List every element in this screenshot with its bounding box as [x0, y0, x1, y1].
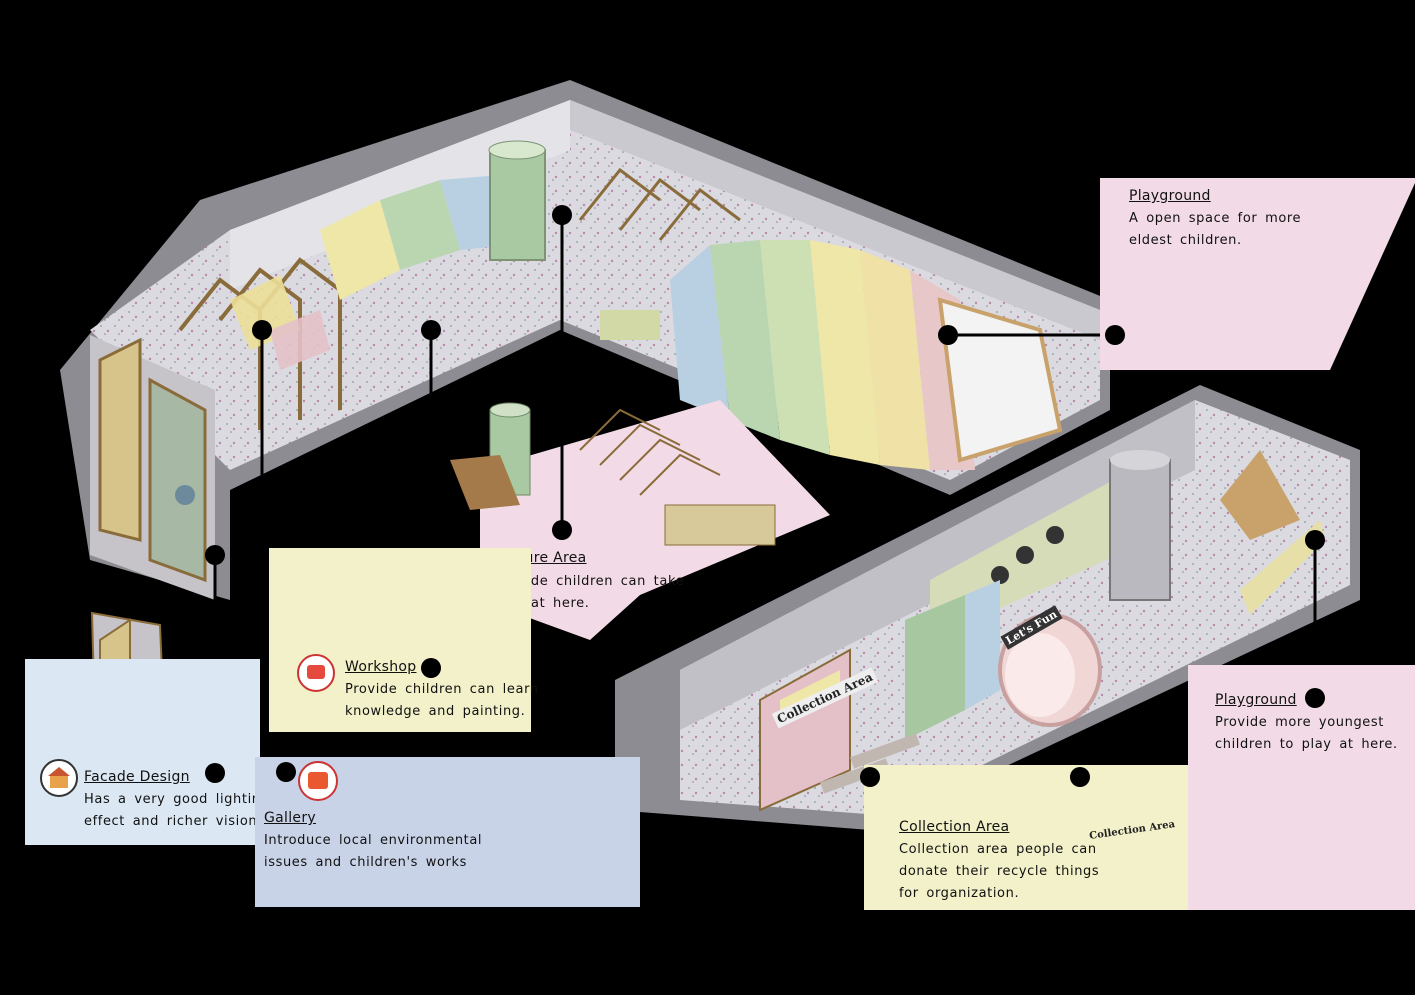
gallery-description: Introduce local environmental issues and…	[264, 833, 483, 870]
playground-bottom-title: Playground	[1215, 692, 1297, 708]
gallery-card: Gallery Introduce local environmental is…	[255, 757, 640, 907]
playground-top-description: A open space for more eldest children.	[1129, 211, 1302, 248]
workshop-card: Workshop Provide children can learn know…	[269, 548, 538, 732]
leisure-marker-dot	[552, 205, 572, 225]
facade-design-card: Facade Design Has a very good lighting e…	[25, 659, 269, 845]
workshop-description: Provide children can learn knowledge and…	[345, 682, 539, 719]
facade-design-title: Facade Design	[84, 769, 190, 785]
gallery-marker-dot	[252, 320, 272, 340]
playground-bottom-title-dot	[1305, 688, 1325, 708]
workshop-title-dot	[421, 658, 441, 678]
gallery-title: Gallery	[264, 810, 316, 826]
facade-house-icon	[40, 759, 78, 797]
facade-title-dot	[205, 763, 225, 783]
playground-top-card: Playground A open space for more eldest …	[1100, 178, 1415, 370]
collection-area-card: Collection Area Collection area people c…	[864, 765, 1189, 910]
workshop-title: Workshop	[345, 659, 417, 675]
upper-building-model	[60, 80, 1110, 600]
facade-design-description: Has a very good lighting effect and rich…	[84, 792, 270, 829]
playground-bottom-card: Playground Provide more youngest childre…	[1188, 665, 1415, 910]
collection-mini-sign: Collection Area	[1088, 819, 1176, 842]
workshop-marker-dot	[421, 320, 441, 340]
playground-top-marker-dot	[938, 325, 958, 345]
collection-marker-dot	[860, 767, 880, 787]
gallery-icon-dot	[276, 762, 296, 782]
collection-area-description: Collection area people can donate their …	[899, 842, 1100, 901]
collection-card-dot	[1070, 767, 1090, 787]
workshop-paint-icon	[297, 654, 335, 692]
playground-bottom-marker-dot	[1305, 530, 1325, 550]
gallery-picture-icon	[298, 761, 338, 801]
playground-top-title: Playground	[1129, 188, 1211, 204]
playground-bottom-description: Provide more youngest children to play a…	[1215, 715, 1398, 752]
playground-top-card-dot	[1105, 325, 1125, 345]
collection-area-title: Collection Area	[899, 819, 1010, 835]
leisure-title-dot	[552, 520, 572, 540]
facade-marker-dot	[205, 545, 225, 565]
